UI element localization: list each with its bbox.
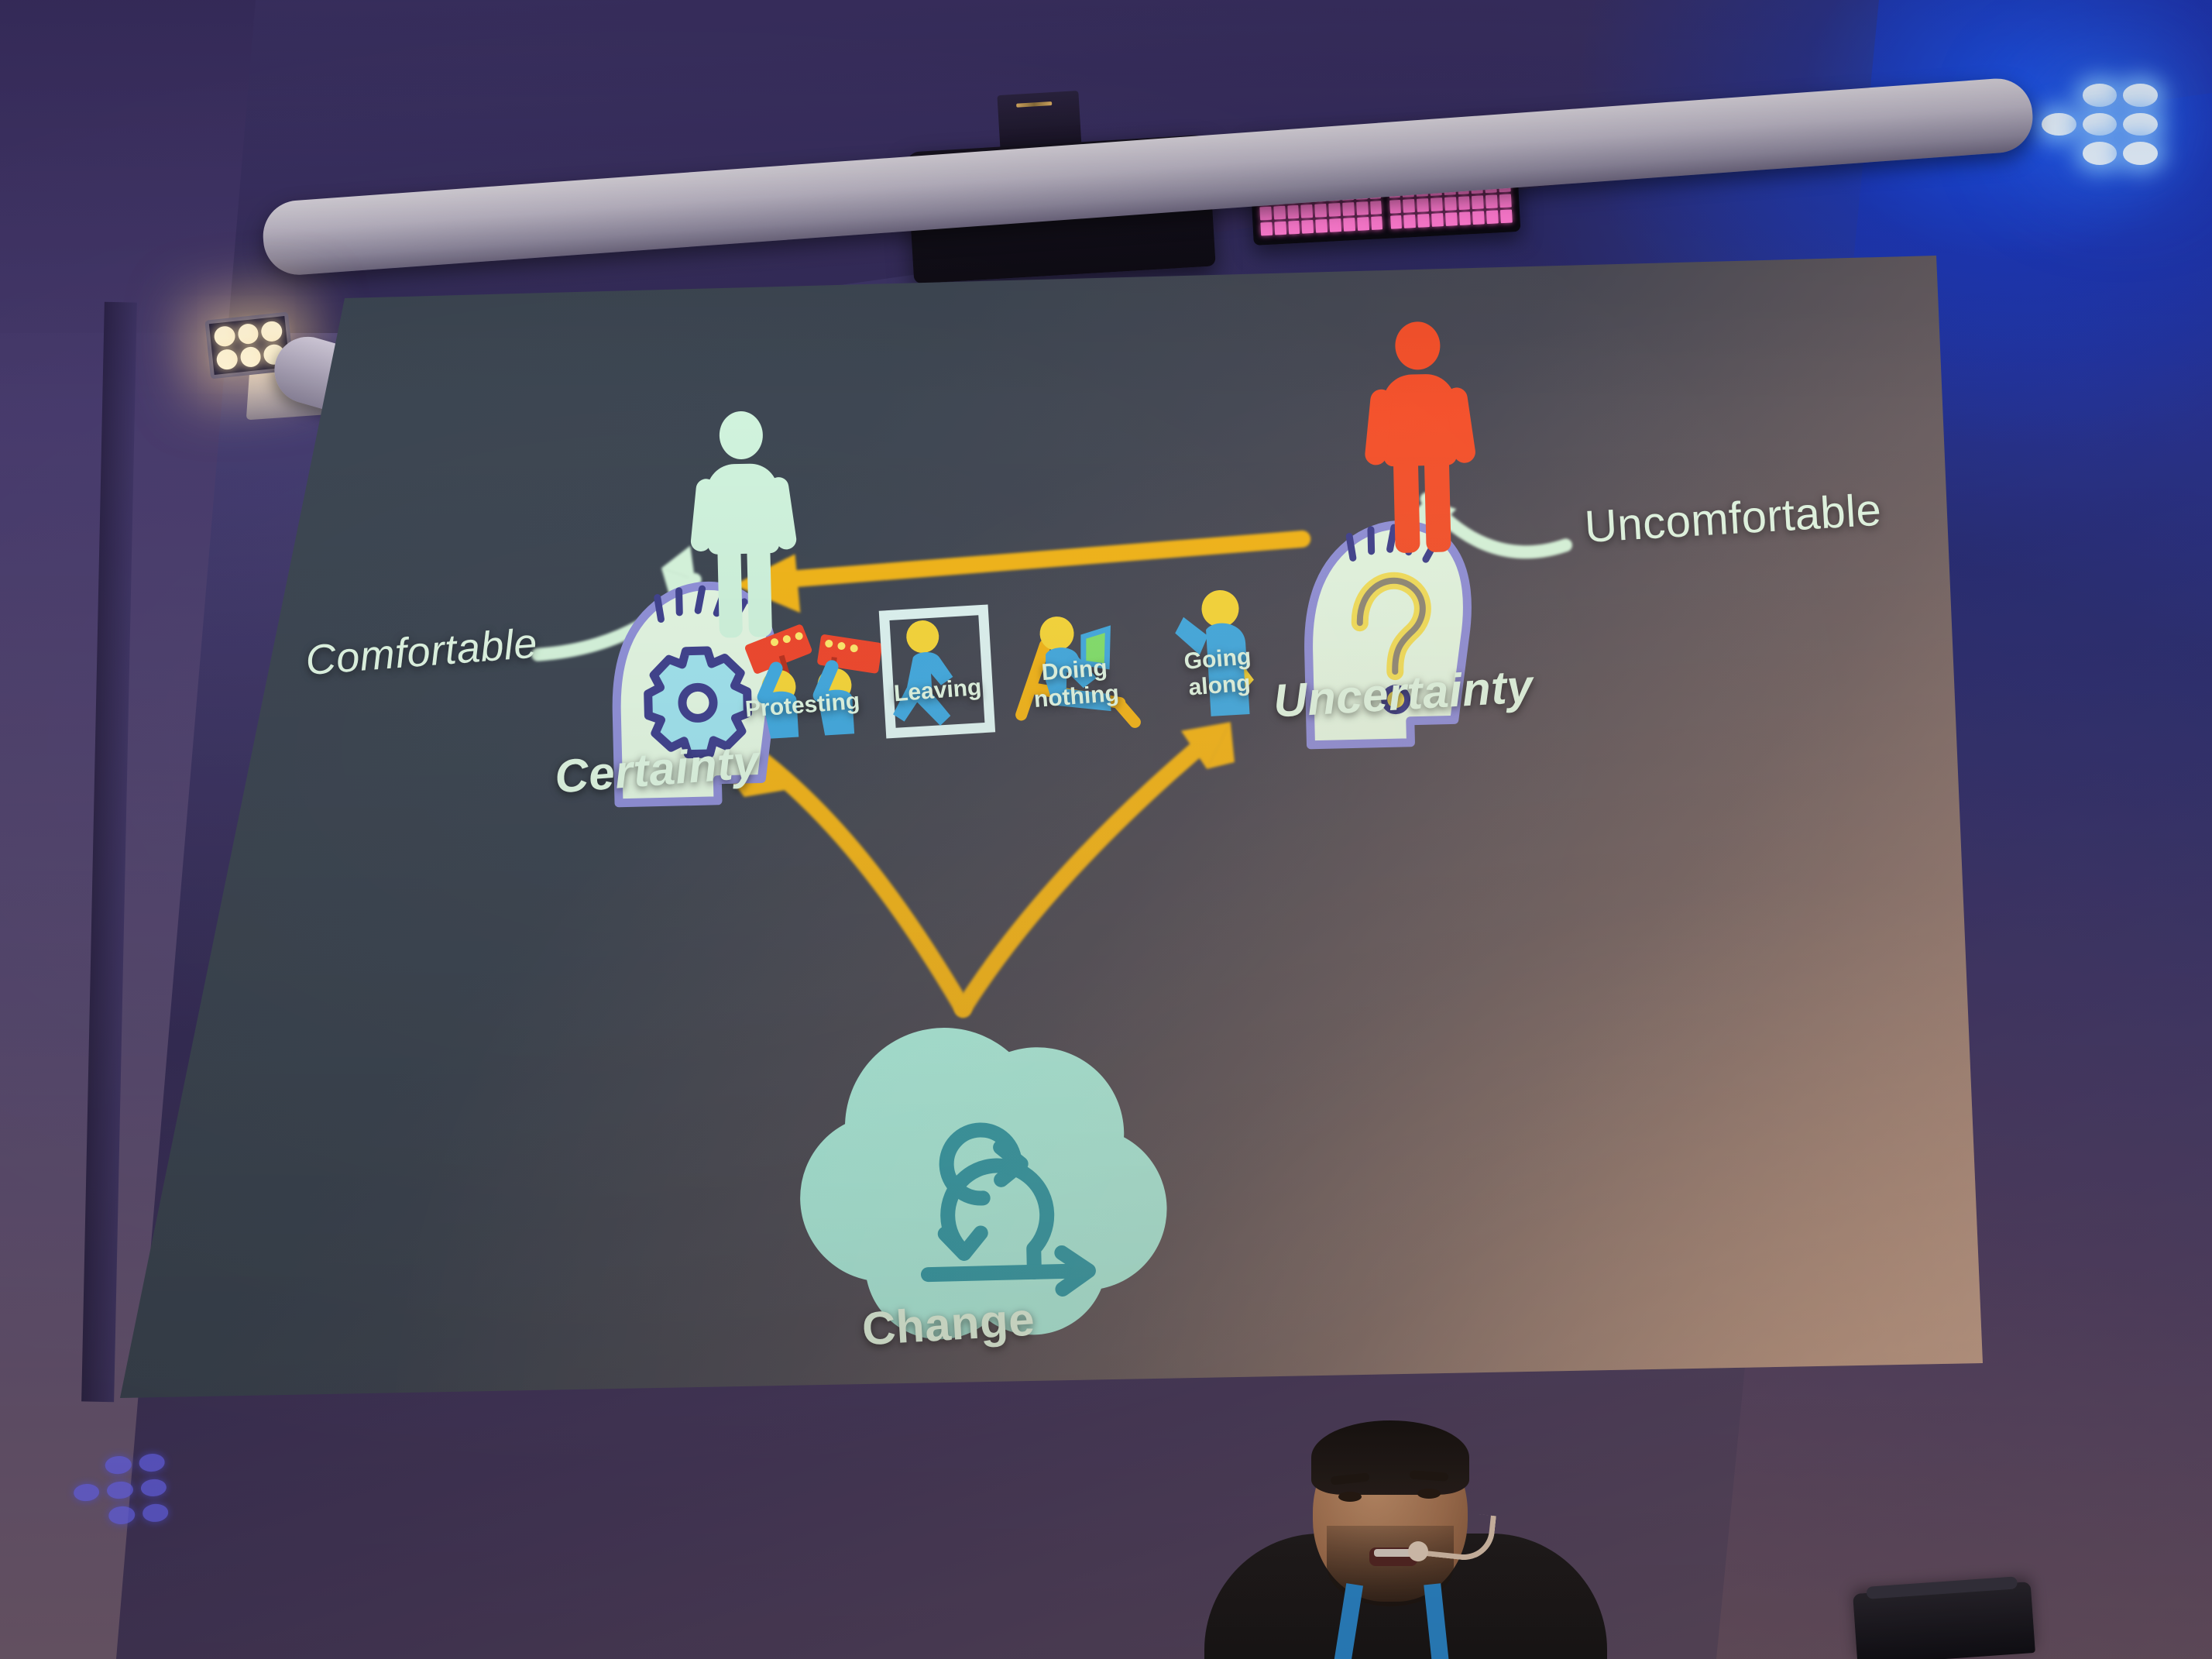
change-label: Change: [860, 1293, 1036, 1355]
reaction-label-going-along: Going along: [1155, 642, 1283, 703]
person-lounging-laptop-icon: [1015, 617, 1141, 728]
exit-door-running-person-icon: [878, 604, 996, 739]
microphone-tip-icon: [1408, 1541, 1428, 1561]
presenter-eye-right: [1417, 1489, 1441, 1499]
cloud-with-agile-loop-icon: [800, 1028, 1167, 1340]
reaction-label-doing-nothing: Doing nothing: [1008, 653, 1143, 715]
blue-spotlight-icon: [2042, 84, 2158, 165]
presenter-eye-left: [1338, 1492, 1362, 1502]
protest-signs-icon: [744, 624, 882, 739]
head-with-gear-icon: [612, 581, 778, 808]
yellow-v-arrow-right: [954, 722, 1235, 1018]
wall-led-dots-icon: [71, 1452, 169, 1527]
person-shrugging-icon: [1175, 589, 1254, 716]
laptop-on-lectern: [1853, 1582, 2035, 1659]
presenter: [1162, 1417, 1642, 1659]
